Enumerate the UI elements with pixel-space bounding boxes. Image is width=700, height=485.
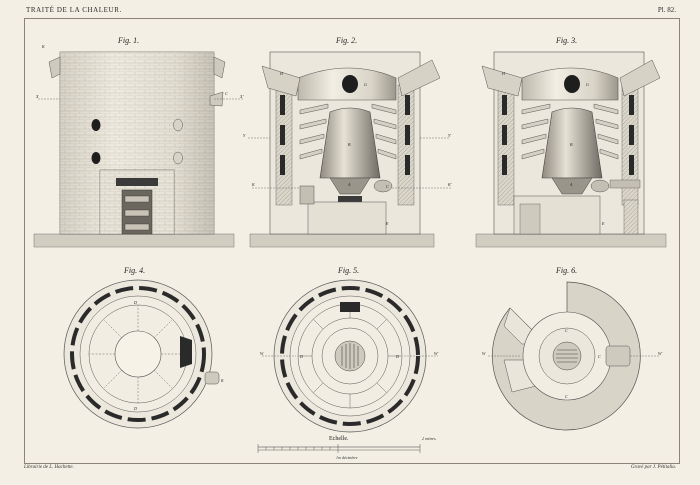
fig3-caption: Fig. 3.: [556, 36, 578, 45]
fig3-letter-E: E: [601, 221, 605, 226]
fig2-letter-C: C: [386, 184, 389, 189]
fig3-letter-A: A: [569, 182, 573, 187]
fig4-plan: D D K: [63, 279, 224, 429]
scale-unit-label: 1m décimètre: [336, 455, 358, 460]
fig2-section: Y Y' K K' H G B A C E: [243, 51, 452, 248]
fig5-caption: Fig. 5.: [338, 266, 360, 275]
plate-header-title: TRAITÉ DE LA CHALEUR.: [26, 6, 122, 14]
plate-frame: [24, 18, 680, 464]
fig1-letter-Xp: X': [239, 94, 243, 99]
fig2-letter-H: H: [279, 71, 284, 76]
fig2-letter-Kp: K': [447, 182, 452, 187]
fig2-letter-G: G: [364, 82, 367, 87]
fig5-letter-D2: D: [395, 354, 399, 359]
scale-title: Echelle.: [329, 436, 349, 442]
fig3-letter-G: G: [586, 82, 589, 87]
fig4-letter-D: D: [133, 300, 137, 305]
fig4-letter-D2: D: [133, 406, 137, 411]
fig3-letter-H: H: [501, 71, 506, 76]
fig1-elevation: X X' K C: [33, 44, 244, 248]
fig5-plan: W W' D D: [260, 279, 438, 433]
fig4-letter-K: K: [220, 378, 224, 383]
fig6-letter-C3: C: [598, 354, 601, 359]
fig2-caption: Fig. 2.: [336, 36, 358, 45]
plate-number: Pl. 82.: [657, 6, 676, 14]
fig3-section: H G B A E: [475, 51, 667, 248]
fig5-letter-Wp: W': [434, 351, 438, 356]
fig2-letter-A: A: [347, 182, 351, 187]
fig6-letter-C2: C: [565, 394, 568, 399]
fig1-letter-K: K: [41, 44, 45, 49]
engraver-credit: Gravé par J. Pétitalia.: [630, 465, 676, 470]
fig5-letter-D: D: [299, 354, 303, 359]
scale-end-label: 2 mètres.: [422, 436, 437, 441]
fig1-letter-X: X: [35, 94, 39, 99]
fig1-letter-C: C: [225, 91, 228, 96]
fig2-letter-Y: Y: [243, 133, 246, 138]
fig2-letter-Yp: Y': [448, 133, 451, 138]
fig6-letter-W: W: [482, 351, 486, 356]
fig3-letter-B: B: [570, 142, 573, 147]
publisher-credit: Librairie de L. Hachette.: [24, 465, 74, 470]
fig2-letter-E: E: [385, 221, 389, 226]
scale-bar: [257, 444, 421, 453]
fig5-letter-W: W: [260, 351, 264, 356]
fig2-letter-B: B: [348, 142, 351, 147]
fig2-letter-K: K: [251, 182, 255, 187]
fig4-caption: Fig. 4.: [124, 266, 146, 275]
fig6-plan: W W' C C C: [482, 281, 662, 431]
fig1-caption: Fig. 1.: [118, 36, 140, 45]
fig6-letter-Wp: W': [658, 351, 662, 356]
fig6-letter-C: C: [565, 328, 568, 333]
fig6-caption: Fig. 6.: [556, 266, 578, 275]
